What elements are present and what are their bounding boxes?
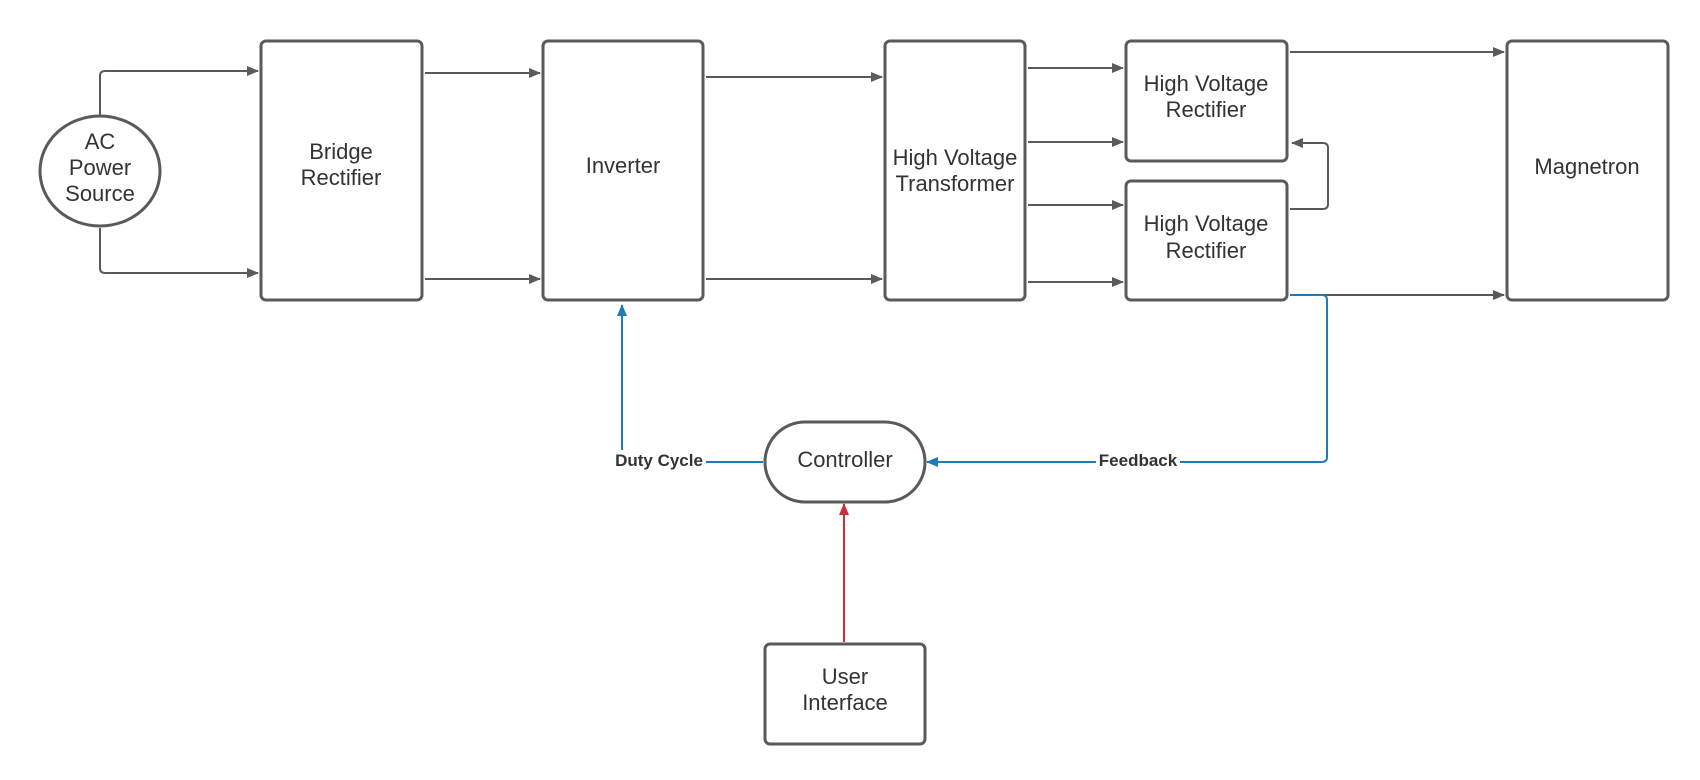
high-voltage-rectifier-1-line-1: High Voltage	[1144, 71, 1269, 96]
duty-cycle-label: Duty Cycle	[615, 451, 703, 470]
ac-power-source-line-3: Source	[65, 181, 135, 206]
connector-feedback	[926, 294, 1328, 467]
feedback-label-group: Feedback	[1096, 450, 1180, 472]
duty-cycle-label-group: Duty Cycle	[612, 450, 706, 472]
inverter-label: Inverter	[586, 153, 661, 178]
magnetron-block: Magnetron	[1505, 39, 1670, 302]
high-voltage-rectifier-1-block: High Voltage Rectifier	[1124, 39, 1289, 163]
high-voltage-rectifier-2-line-2: Rectifier	[1166, 238, 1247, 263]
bridge-rectifier-line-2: Rectifier	[301, 165, 382, 190]
connector-ac-to-bridge-top	[99, 66, 259, 118]
high-voltage-rectifier-2-line-1: High Voltage	[1144, 211, 1269, 236]
user-interface-line-2: Interface	[802, 690, 888, 715]
bridge-rectifier-block: Bridge Rectifier	[259, 39, 424, 302]
connector-rectifier2-to-rectifier1	[1290, 138, 1329, 210]
controller-block: Controller	[763, 420, 927, 504]
ac-power-source-line-1: AC	[85, 129, 116, 154]
ac-power-source-line-2: Power	[69, 155, 131, 180]
feedback-label: Feedback	[1099, 451, 1178, 470]
high-voltage-rectifier-1-line-2: Rectifier	[1166, 97, 1247, 122]
bridge-rectifier-line-1: Bridge	[309, 139, 373, 164]
magnetron-label: Magnetron	[1534, 154, 1639, 179]
ac-power-source: AC Power Source	[38, 114, 162, 228]
high-voltage-transformer-line-2: Transformer	[896, 171, 1015, 196]
inverter-block: Inverter	[541, 39, 705, 302]
high-voltage-transformer-line-1: High Voltage	[893, 145, 1018, 170]
high-voltage-rectifier-2-block: High Voltage Rectifier	[1124, 179, 1289, 302]
connector-ac-to-bridge-bottom	[99, 228, 259, 278]
controller-label: Controller	[797, 447, 892, 472]
connector-duty-cycle	[617, 304, 763, 463]
user-interface-block: User Interface	[763, 642, 927, 746]
high-voltage-transformer-block: High Voltage Transformer	[883, 39, 1027, 302]
user-interface-line-1: User	[822, 664, 868, 689]
